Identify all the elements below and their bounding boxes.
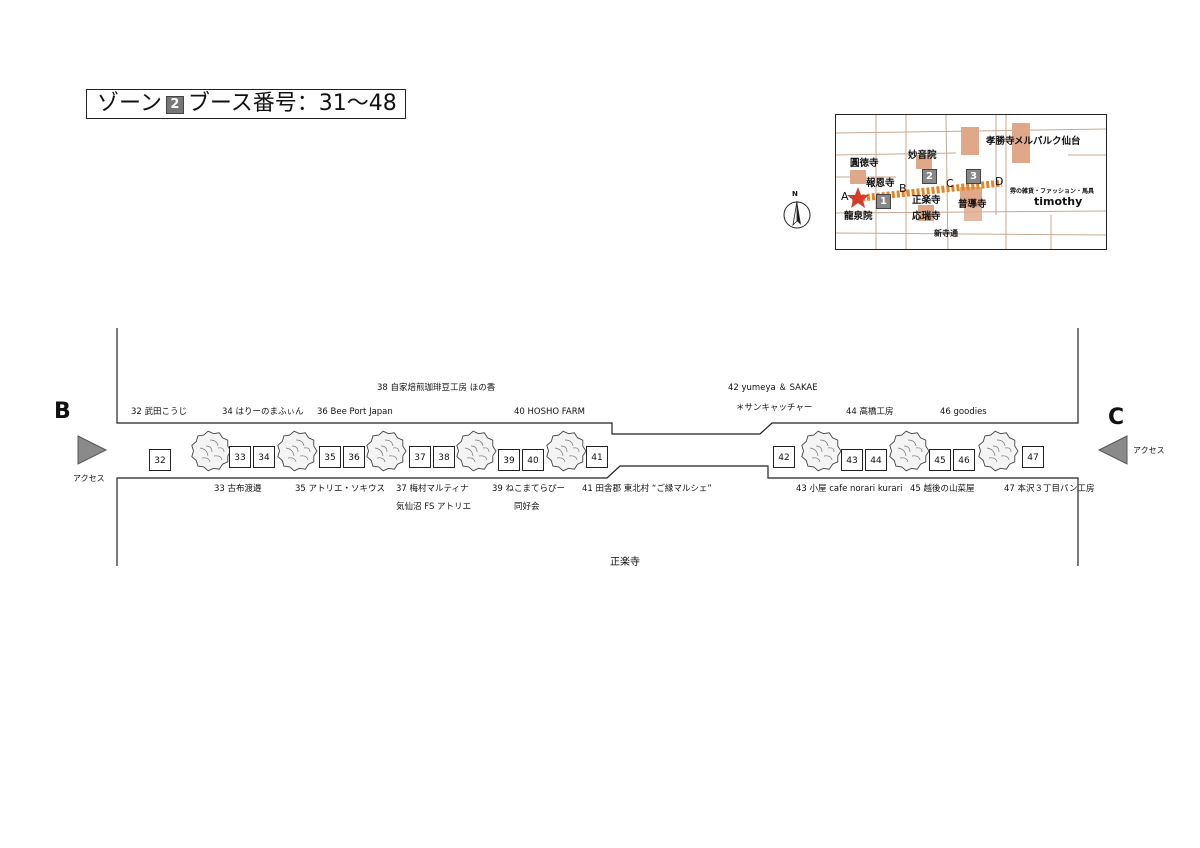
tree-icon (801, 430, 842, 472)
label-booth-46: 46 goodies (940, 407, 987, 417)
map-label-ryusenin: 龍泉院 (844, 211, 873, 222)
label-booth-42: 42 yumeya ＆ SAKAE (728, 383, 818, 393)
minimap: 孝勝寺 メルパルク仙台 妙音院 圓徳寺 報恩寺 龍泉院 正楽寺 応瑞寺 普導寺 … (835, 114, 1107, 250)
tree-icon (366, 430, 407, 472)
booth-32: 32 (149, 449, 171, 471)
booth-46: 46 (953, 449, 975, 471)
label-booth-33: 33 古布渡邉 (214, 484, 262, 494)
label-booth-40: 40 HOSHO FARM (514, 407, 585, 417)
tree-icon (978, 430, 1019, 472)
end-label-b: B (54, 399, 71, 424)
tree-icon (889, 430, 930, 472)
map-label-shorakuji: 正楽寺 (912, 195, 941, 206)
map-label-koushoji: 孝勝寺 (986, 136, 1015, 147)
map-label-hoonji: 報恩寺 (866, 178, 895, 189)
map-label-melpark: メルパルク仙台 (1014, 136, 1081, 147)
tree-icon (277, 430, 318, 472)
booth-43: 43 (841, 449, 863, 471)
map-label-shop: 雰の雑貨・ファッション・馬具 (1010, 188, 1095, 195)
label-booth-38: 38 自家焙煎珈琲豆工房 ほの香 (377, 383, 496, 393)
label-booth-45: 45 越後の山菜屋 (910, 484, 975, 494)
label-booth-43: 43 小屋 cafe norari kurari (796, 484, 903, 494)
star-icon (847, 187, 869, 208)
north-label: N (792, 190, 798, 198)
label-booth-42-sub: ＊サンキャッチャー (736, 403, 813, 413)
map-zone-2-badge: 2 (922, 169, 937, 184)
booth-45: 45 (929, 449, 951, 471)
north-arrow-icon: N (782, 190, 812, 234)
booth-47: 47 (1022, 446, 1044, 468)
label-booth-37: 37 梅村マルティナ (396, 484, 469, 494)
label-booth-44: 44 高橋工房 (846, 407, 894, 417)
booth-33: 33 (229, 446, 251, 468)
label-booth-37-sub: 気仙沼 FS アトリエ (396, 502, 472, 512)
street-name: 正楽寺 (610, 557, 640, 568)
right-access-arrow-icon (1097, 435, 1128, 465)
label-booth-41: 41 田舎郡 東北村 “ご縁マルシェ” (582, 484, 712, 494)
map-label-timothy: timothy (1034, 195, 1083, 208)
map-label-osuiji: 応瑞寺 (912, 211, 941, 222)
booth-36: 36 (343, 446, 365, 468)
tree-icon (546, 430, 587, 472)
map-label-shintera: 新寺通 (934, 229, 958, 238)
map-label-myoonin: 妙音院 (908, 150, 937, 161)
label-booth-39: 39 ねこまてらぴー (492, 484, 566, 494)
booth-40: 40 (522, 449, 544, 471)
label-booth-35: 35 アトリエ・ソキウス (295, 484, 386, 494)
label-booth-34: 34 はりーのまふぃん (222, 407, 304, 417)
zone-prefix: ゾーン (97, 91, 162, 116)
access-label-right: アクセス (1133, 446, 1165, 455)
map-zone-1-badge: 1 (876, 194, 891, 209)
zone-number-badge: 2 (165, 96, 184, 114)
map-point-c: C (946, 177, 954, 190)
booth-range-label: ブース番号：31〜48 (187, 91, 397, 116)
tree-icon (456, 430, 497, 472)
booth-34: 34 (253, 446, 275, 468)
label-booth-39-sub: 同好会 (514, 502, 540, 512)
left-access-arrow-icon (77, 435, 108, 465)
label-booth-36: 36 Bee Port Japan (317, 407, 393, 417)
booth-39: 39 (498, 449, 520, 471)
map-label-entokuji: 圓徳寺 (850, 158, 879, 169)
label-booth-47: 47 本沢３丁目パン工房 (1004, 484, 1095, 494)
map-point-b: B (899, 182, 907, 195)
end-label-c: C (1108, 405, 1125, 430)
booth-44: 44 (865, 449, 887, 471)
label-booth-32: 32 武田こうじ (131, 407, 188, 417)
map-point-a: A (841, 190, 849, 203)
map-label-fudoji: 普導寺 (958, 199, 987, 210)
booth-38: 38 (433, 446, 455, 468)
booth-41: 41 (586, 446, 608, 468)
booth-35: 35 (319, 446, 341, 468)
booth-37: 37 (409, 446, 431, 468)
access-label-left: アクセス (73, 474, 105, 483)
booth-42: 42 (773, 446, 795, 468)
tree-icon (191, 430, 232, 472)
map-point-d: D (995, 175, 1004, 188)
map-zone-3-badge: 3 (966, 169, 981, 184)
